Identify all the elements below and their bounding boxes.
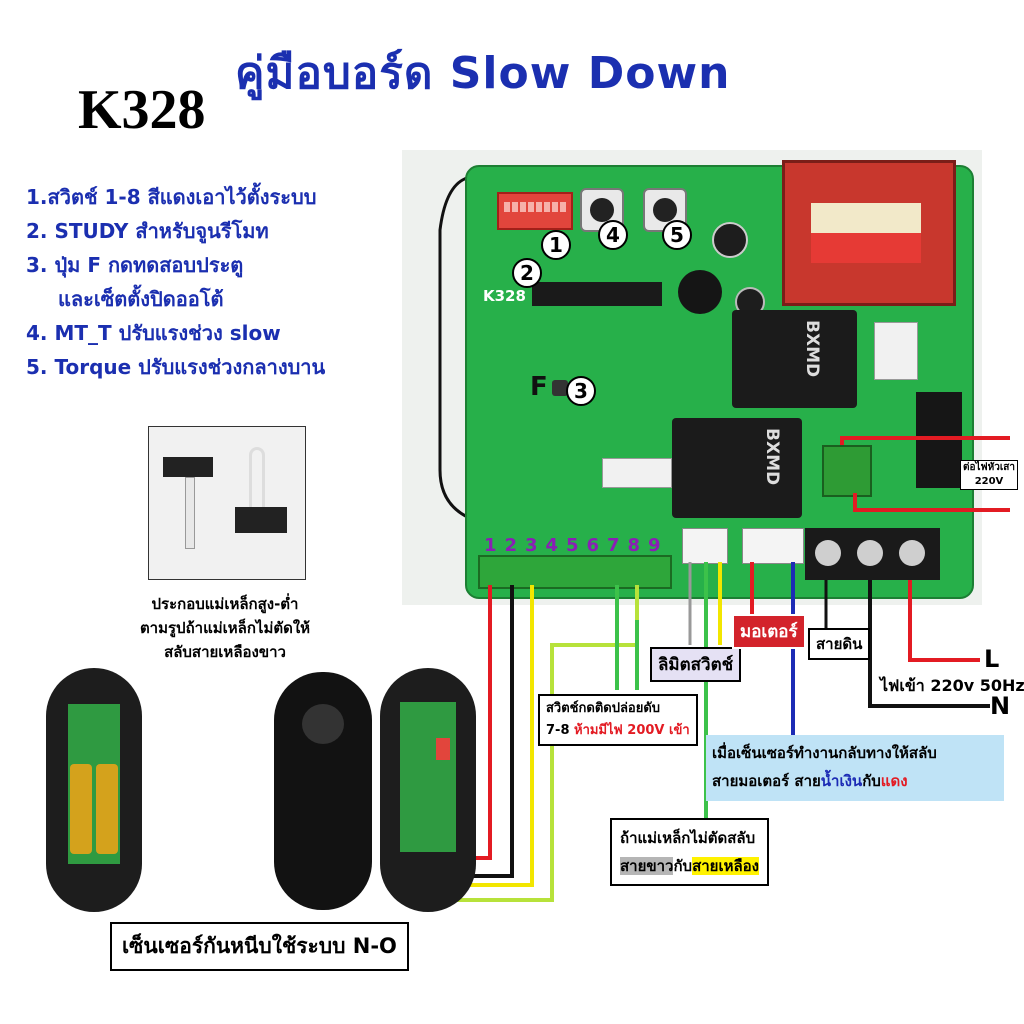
lamp-label-top: ต่อไฟหัวเสา bbox=[963, 462, 1015, 473]
magnet-note-line: ตามรูปถ้าแม่เหล็กไม่ตัดให้ bbox=[139, 619, 311, 637]
relay: BXMD bbox=[672, 418, 802, 518]
sensor-open-board bbox=[380, 668, 476, 912]
wire-red bbox=[908, 580, 980, 662]
microcontroller-chip bbox=[532, 282, 662, 306]
button-f-label: F bbox=[530, 372, 548, 402]
wire-black bbox=[868, 580, 990, 708]
note-item: และเซ็ตตั้งปิดออโต้ bbox=[58, 287, 224, 311]
terminal-number: 5 bbox=[565, 535, 579, 556]
transformer bbox=[782, 160, 956, 306]
model-number: K328 bbox=[78, 79, 206, 141]
callout-4: 4 bbox=[598, 220, 628, 250]
magnet-swap-text: กับ bbox=[673, 857, 693, 875]
connector-header bbox=[874, 322, 918, 380]
terminal-number: 6 bbox=[586, 535, 600, 556]
note-item: 4. MT_T ปรับแรงช่วง slow bbox=[26, 321, 281, 345]
live-label: L bbox=[984, 645, 1000, 673]
push-button-warning: ห้ามมีไฟ 200V เข้า bbox=[574, 723, 690, 738]
reverse-line1: เมื่อเซ็นเซอร์ทำงานกลับทางให้สลับ bbox=[712, 744, 937, 762]
terminal-number: 7 bbox=[606, 535, 620, 556]
reverse-text: สายมอเตอร์ สาย bbox=[712, 772, 821, 790]
wire-red bbox=[853, 493, 1010, 512]
power-terminal-block bbox=[805, 528, 940, 580]
terminal-number: 8 bbox=[627, 535, 641, 556]
limit-switch-plug bbox=[682, 528, 728, 564]
terminal-number: 2 bbox=[504, 535, 518, 556]
push-button-line1: สวิตช์กดติดปล่อยดับ bbox=[546, 701, 661, 716]
dip-switch[interactable] bbox=[497, 192, 573, 230]
motor-label: มอเตอร์ bbox=[732, 614, 806, 649]
motor-plug bbox=[742, 528, 804, 564]
reverse-note: เมื่อเซ็นเซอร์ทำงานกลับทางให้สลับ สายมอเ… bbox=[706, 735, 1004, 801]
magnet-swap-line1: ถ้าแม่เหล็กไม่ตัดสลับ bbox=[620, 829, 756, 847]
callout-1: 1 bbox=[541, 230, 571, 260]
reverse-red: แดง bbox=[880, 772, 908, 790]
note-item: 1.สวิตช์ 1-8 สีแดงเอาไว้ตั้งระบบ bbox=[26, 185, 317, 209]
feature-notes: 1.สวิตช์ 1-8 สีแดงเอาไว้ตั้งระบบ 2. STUD… bbox=[26, 180, 325, 384]
reverse-text: กับ bbox=[862, 772, 881, 790]
note-item: 5. Torque ปรับแรงช่วงกลางบาน bbox=[26, 355, 326, 379]
terminal-number: 3 bbox=[524, 535, 538, 556]
terminal-number: 4 bbox=[545, 535, 559, 556]
magnet-photo bbox=[148, 426, 306, 580]
callout-3: 3 bbox=[566, 376, 596, 406]
push-button-note: สวิตช์กดติดปล่อยดับ 7-8 ห้ามมีไฟ 200V เข… bbox=[538, 694, 698, 746]
magnet-note: ประกอบแม่เหล็กสูง-ต่ำ ตามรูปถ้าแม่เหล็กไ… bbox=[120, 592, 330, 664]
yellow-wire-label: สายเหลือง bbox=[692, 857, 759, 875]
terminal-number: 9 bbox=[647, 535, 661, 556]
magnet-swap-note: ถ้าแม่เหล็กไม่ตัดสลับ สายขาวกับสายเหลือง bbox=[610, 818, 769, 886]
relay: BXMD bbox=[732, 310, 857, 408]
reverse-blue: น้ำเงิน bbox=[820, 772, 863, 790]
sensor-caption: เซ็นเซอร์กันหนีบใช้ระบบ N-O bbox=[110, 922, 409, 971]
sensor-front bbox=[274, 672, 372, 910]
note-item: 2. STUDY สำหรับจูนรีโมท bbox=[26, 219, 269, 243]
callout-5: 5 bbox=[662, 220, 692, 250]
neutral-label: N bbox=[990, 692, 1011, 720]
wire-red bbox=[840, 436, 1010, 445]
capacitor bbox=[712, 222, 748, 258]
white-wire-label: สายขาว bbox=[620, 857, 674, 875]
note-item: 3. ปุ่ม F กดทดสอบประตู bbox=[26, 253, 244, 277]
ground-label: สายดิน bbox=[808, 628, 871, 660]
page-title: คู่มือบอร์ด Slow Down bbox=[235, 48, 731, 99]
power-in-label: ไฟเข้า 220v 50Hz. bbox=[880, 676, 1024, 695]
callout-2: 2 bbox=[512, 258, 542, 288]
terminal-number: 1 bbox=[483, 535, 497, 556]
magnet-note-line: ประกอบแม่เหล็กสูง-ต่ำ bbox=[151, 595, 299, 613]
test-button[interactable] bbox=[552, 380, 568, 396]
connector-header bbox=[602, 458, 672, 488]
terminal-block bbox=[478, 555, 672, 589]
push-button-terminal: 7-8 bbox=[546, 723, 575, 738]
board-model-print: K328 bbox=[483, 287, 526, 305]
magnet-note-line: สลับสายเหลืองขาว bbox=[164, 643, 286, 661]
limit-switch-label: ลิมิตสวิตช์ bbox=[650, 647, 742, 682]
lamp-terminal-green bbox=[822, 445, 872, 497]
buzzer bbox=[678, 270, 722, 314]
sensor-open-battery bbox=[46, 668, 142, 912]
lamp-label: ต่อไฟหัวเสา 220V bbox=[960, 460, 1018, 490]
lamp-label-bottom: 220V bbox=[974, 476, 1004, 487]
